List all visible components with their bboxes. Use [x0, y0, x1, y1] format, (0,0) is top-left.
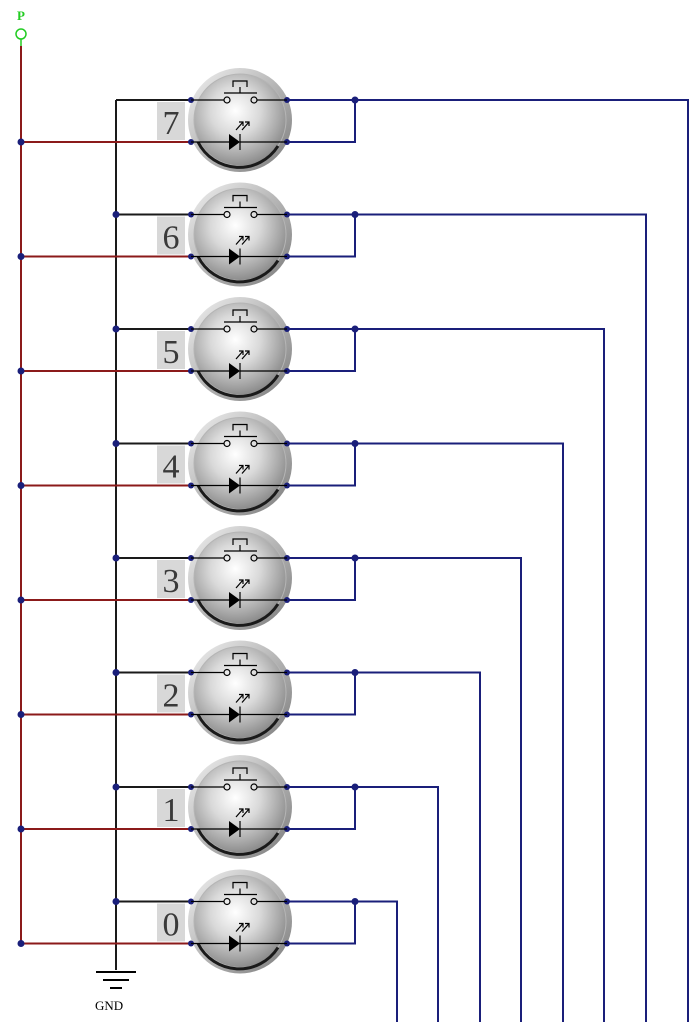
junction-dot [351, 669, 359, 676]
button-number-label: 2 [163, 678, 180, 715]
switch-symbol-icon [191, 423, 287, 448]
led-return-line [287, 100, 356, 143]
button-number-label: 5 [163, 334, 180, 371]
switch-symbol-icon [191, 80, 287, 104]
led-symbol-icon [191, 235, 287, 265]
output-line [287, 328, 605, 1022]
junction-dot [17, 825, 25, 833]
output-line [287, 557, 522, 1022]
button-shadow [196, 370, 280, 398]
output-line [287, 442, 564, 1022]
button-number-label: 6 [163, 220, 180, 257]
button-shadow [196, 942, 280, 971]
led-symbol-icon [191, 693, 287, 723]
junction-dot [17, 596, 25, 604]
junction-dot [351, 211, 359, 218]
button-number-label: 4 [163, 449, 180, 486]
output-line [287, 786, 439, 1022]
button-row-1: 1 [17, 755, 439, 1022]
button-shadow [196, 484, 280, 513]
button-row-6: 6 [17, 182, 647, 1022]
button-number-box [157, 445, 185, 484]
button-number-box [157, 102, 185, 140]
button-number-label: 7 [163, 105, 180, 142]
output-line [287, 99, 689, 1022]
junction-dot [351, 96, 359, 104]
junction-dot [17, 940, 25, 947]
led-return-line [287, 787, 356, 830]
led-symbol-icon [191, 350, 287, 379]
junction-dot [351, 898, 359, 905]
power-terminal: P [15, 8, 27, 46]
output-line [287, 213, 647, 1022]
led-return-line [287, 329, 356, 372]
led-symbol-icon [191, 922, 287, 952]
button-number-box [157, 674, 185, 713]
switch-symbol-icon [191, 538, 287, 562]
led-symbol-icon [191, 464, 287, 494]
button-shadow [196, 141, 280, 169]
led-return-line [287, 214, 356, 258]
power-terminal-icon [15, 28, 27, 40]
button-number-box [157, 560, 185, 598]
output-line [287, 900, 398, 1022]
button-number-label: 1 [163, 792, 180, 829]
button-row-3: 3 [17, 526, 522, 1022]
junction-dot [17, 711, 25, 718]
junction-dot [17, 253, 25, 260]
button-row-4: 4 [17, 411, 564, 1022]
button-row-2: 2 [17, 640, 481, 1022]
junction-dot [351, 325, 359, 333]
button-number-box [157, 216, 185, 255]
switch-symbol-icon [191, 881, 287, 906]
ground-label: GND [95, 998, 123, 1013]
ground-symbol: GND [95, 971, 136, 1013]
led-symbol-icon [191, 808, 287, 837]
junction-dot [112, 783, 120, 791]
led-return-line [287, 901, 356, 945]
output-line [287, 671, 481, 1022]
junction-dot [112, 898, 120, 905]
button-row-0: 0 [17, 869, 398, 1022]
switch-symbol-icon [191, 767, 287, 791]
button-number-box [157, 903, 185, 942]
switch-symbol-icon [191, 652, 287, 677]
button-shadow [196, 255, 280, 284]
button-row-7: 7 [17, 68, 689, 1022]
junction-dot [112, 440, 120, 447]
junction-dot [112, 325, 120, 333]
led-return-line [287, 443, 356, 487]
junction-dot [17, 482, 25, 489]
led-return-line [287, 672, 356, 716]
button-shadow [196, 828, 280, 856]
switch-symbol-icon [191, 194, 287, 219]
button-shadow [196, 599, 280, 627]
button-number-box [157, 331, 185, 369]
junction-dot [112, 211, 120, 218]
led-symbol-icon [191, 579, 287, 608]
junction-dot [17, 138, 25, 146]
button-shadow [196, 713, 280, 742]
power-label: P [17, 8, 25, 23]
junction-dot [351, 783, 359, 791]
button-row-5: 5 [17, 297, 605, 1022]
junction-dot [351, 440, 359, 447]
led-return-line [287, 558, 356, 601]
button-number-label: 3 [163, 563, 180, 600]
led-symbol-icon [191, 121, 287, 150]
switch-symbol-icon [191, 309, 287, 333]
junction-dot [351, 554, 359, 562]
junction-dot [17, 367, 25, 375]
junction-dot [112, 669, 120, 676]
button-number-box [157, 789, 185, 827]
junction-dot [112, 554, 120, 562]
button-number-label: 0 [163, 907, 180, 944]
